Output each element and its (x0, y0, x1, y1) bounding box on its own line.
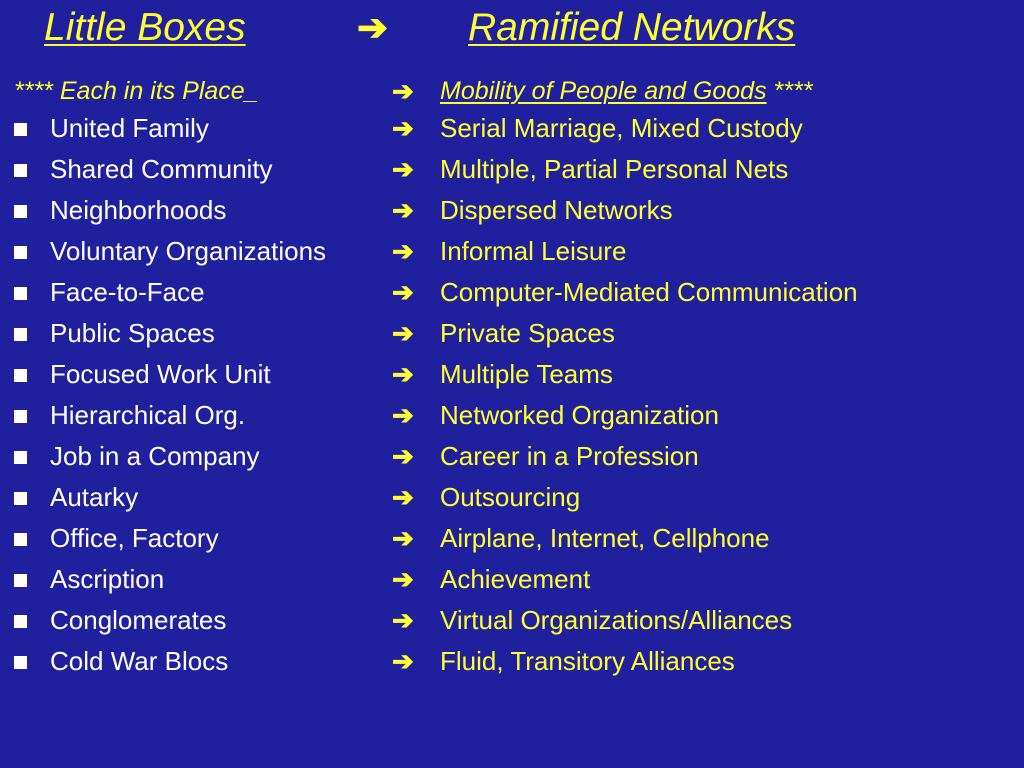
square-bullet-icon (14, 246, 27, 259)
subhead-right: Mobility of People and Goods **** (440, 74, 812, 108)
list-item: Cold War Blocs ➔ Fluid, Transitory Allia… (0, 641, 1024, 682)
list-item: Ascription ➔ Achievement (0, 559, 1024, 600)
to-text: Dispersed Networks (440, 195, 673, 225)
list-item: Shared Community ➔ Multiple, Partial Per… (0, 149, 1024, 190)
subhead-right-suffix: **** (766, 77, 813, 105)
from-text: Focused Work Unit (50, 359, 271, 389)
from-text: Face-to-Face (50, 277, 205, 307)
title-right: Ramified Networks (468, 6, 796, 49)
square-bullet-icon (14, 123, 27, 136)
right-arrow-icon: ➔ (392, 482, 414, 512)
list-item: Focused Work Unit ➔ Multiple Teams (0, 354, 1024, 395)
from-text: Office, Factory (50, 523, 219, 553)
subhead-left: **** Each in its Place_ (14, 77, 259, 105)
right-arrow-icon: ➔ (392, 441, 414, 471)
list-item: Public Spaces ➔ Private Spaces (0, 313, 1024, 354)
to-text: Multiple, Partial Personal Nets (440, 154, 789, 184)
right-arrow-icon: ➔ (392, 646, 414, 676)
from-text: Shared Community (50, 154, 273, 184)
from-text: Conglomerates (50, 605, 227, 635)
to-text: Private Spaces (440, 318, 615, 348)
to-text: Virtual Organizations/Alliances (440, 605, 793, 635)
list-item: Job in a Company ➔ Career in a Professio… (0, 436, 1024, 477)
title-arrow-icon: ➔ (357, 7, 389, 48)
to-text: Airplane, Internet, Cellphone (440, 523, 770, 553)
to-text: Informal Leisure (440, 236, 627, 266)
square-bullet-icon (14, 533, 27, 546)
to-text: Serial Marriage, Mixed Custody (440, 113, 803, 143)
right-arrow-icon: ➔ (392, 605, 414, 635)
to-text: Fluid, Transitory Alliances (440, 646, 735, 676)
right-arrow-icon: ➔ (392, 359, 414, 389)
right-arrow-icon: ➔ (392, 564, 414, 594)
to-text: Multiple Teams (440, 359, 613, 389)
from-text: Cold War Blocs (50, 646, 229, 676)
list-item: United Family ➔ Serial Marriage, Mixed C… (0, 108, 1024, 149)
to-text: Career in a Profession (440, 441, 699, 471)
right-arrow-icon: ➔ (392, 154, 414, 184)
square-bullet-icon (14, 328, 27, 341)
square-bullet-icon (14, 656, 27, 669)
right-arrow-icon: ➔ (392, 523, 414, 553)
to-text: Achievement (440, 564, 591, 594)
from-text: Voluntary Organizations (50, 236, 327, 266)
from-text: Ascription (50, 564, 165, 594)
from-text: Public Spaces (50, 318, 215, 348)
square-bullet-icon (14, 492, 27, 505)
right-arrow-icon: ➔ (392, 195, 414, 225)
to-text: Computer-Mediated Communication (440, 277, 858, 307)
right-arrow-icon: ➔ (392, 400, 414, 430)
subhead-arrow-icon: ➔ (392, 76, 414, 106)
list-item: Neighborhoods ➔ Dispersed Networks (0, 190, 1024, 231)
square-bullet-icon (14, 205, 27, 218)
list-item: Office, Factory ➔ Airplane, Internet, Ce… (0, 518, 1024, 559)
list-item: Hierarchical Org. ➔ Networked Organizati… (0, 395, 1024, 436)
to-text: Outsourcing (440, 482, 581, 512)
square-bullet-icon (14, 164, 27, 177)
right-arrow-icon: ➔ (392, 318, 414, 348)
list-item: Face-to-Face ➔ Computer-Mediated Communi… (0, 272, 1024, 313)
from-text: Job in a Company (50, 441, 260, 471)
square-bullet-icon (14, 615, 27, 628)
from-text: Autarky (50, 482, 139, 512)
title-left: Little Boxes (44, 6, 246, 49)
to-text: Networked Organization (440, 400, 719, 430)
subhead: **** Each in its Place_ ➔ Mobility of Pe… (14, 74, 1014, 108)
right-arrow-icon: ➔ (392, 236, 414, 266)
list-item: Voluntary Organizations ➔ Informal Leisu… (0, 231, 1024, 272)
square-bullet-icon (14, 451, 27, 464)
from-text: Neighborhoods (50, 195, 227, 225)
list-item: Conglomerates ➔ Virtual Organizations/Al… (0, 600, 1024, 641)
right-arrow-icon: ➔ (392, 113, 414, 143)
list-item: Autarky ➔ Outsourcing (0, 477, 1024, 518)
right-arrow-icon: ➔ (392, 277, 414, 307)
square-bullet-icon (14, 369, 27, 382)
from-text: United Family (50, 113, 209, 143)
square-bullet-icon (14, 574, 27, 587)
subhead-right-underlined: Mobility of People and Goods (440, 77, 767, 105)
square-bullet-icon (14, 287, 27, 300)
comparison-list: United Family ➔ Serial Marriage, Mixed C… (0, 108, 1024, 682)
square-bullet-icon (14, 410, 27, 423)
from-text: Hierarchical Org. (50, 400, 246, 430)
